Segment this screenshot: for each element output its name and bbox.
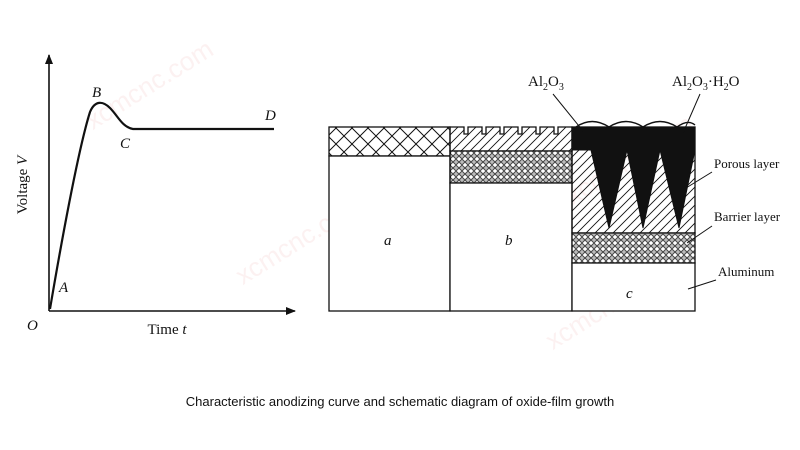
leader-al2o3-h2o	[682, 93, 701, 134]
scalloped-surface	[575, 120, 696, 128]
leader-aluminum	[687, 279, 717, 290]
stage-label-c: c	[626, 286, 633, 302]
formula-al2o3: Al2O3	[528, 74, 564, 93]
hydrated-oxide-cones	[571, 126, 696, 229]
point-label-c: C	[120, 136, 131, 152]
aluminum-c	[571, 262, 696, 312]
stage-label-a: a	[384, 233, 392, 249]
leader-barrier-layer	[686, 225, 713, 244]
aluminum-b	[449, 182, 573, 312]
label-aluminum: Aluminum	[718, 264, 774, 279]
point-label-d: D	[264, 108, 276, 124]
stage-label-b: b	[505, 233, 513, 249]
leader-al2o3	[552, 93, 584, 132]
formula-al2o3-h2o: Al2O3·H2O	[672, 74, 740, 93]
panel-c: c	[571, 120, 696, 312]
oxide-film-a	[328, 126, 451, 157]
origin-label: O	[27, 318, 38, 334]
porous-film-b	[449, 126, 573, 152]
point-label-b: B	[92, 85, 101, 101]
panel-a: a	[328, 126, 451, 312]
aluminum-a	[328, 155, 451, 312]
voltage-curve	[48, 101, 274, 310]
figure-caption: Characteristic anodizing curve and schem…	[185, 394, 615, 409]
barrier-film-b	[449, 150, 573, 184]
point-label-a: A	[58, 280, 69, 296]
y-axis-label: Voltage V	[15, 154, 31, 214]
leader-porous-layer	[685, 171, 713, 189]
label-porous-layer: Porous layer	[714, 156, 780, 171]
panel-b: b	[449, 126, 573, 312]
x-axis-label: Time t	[147, 322, 187, 338]
anodizing-curve-graph: Voltage V Time t O A B C D	[15, 54, 296, 338]
barrier-layer-c	[571, 232, 696, 264]
label-barrier-layer: Barrier layer	[714, 209, 781, 224]
oxide-growth-schematic: a b c Al2O3	[328, 74, 781, 312]
